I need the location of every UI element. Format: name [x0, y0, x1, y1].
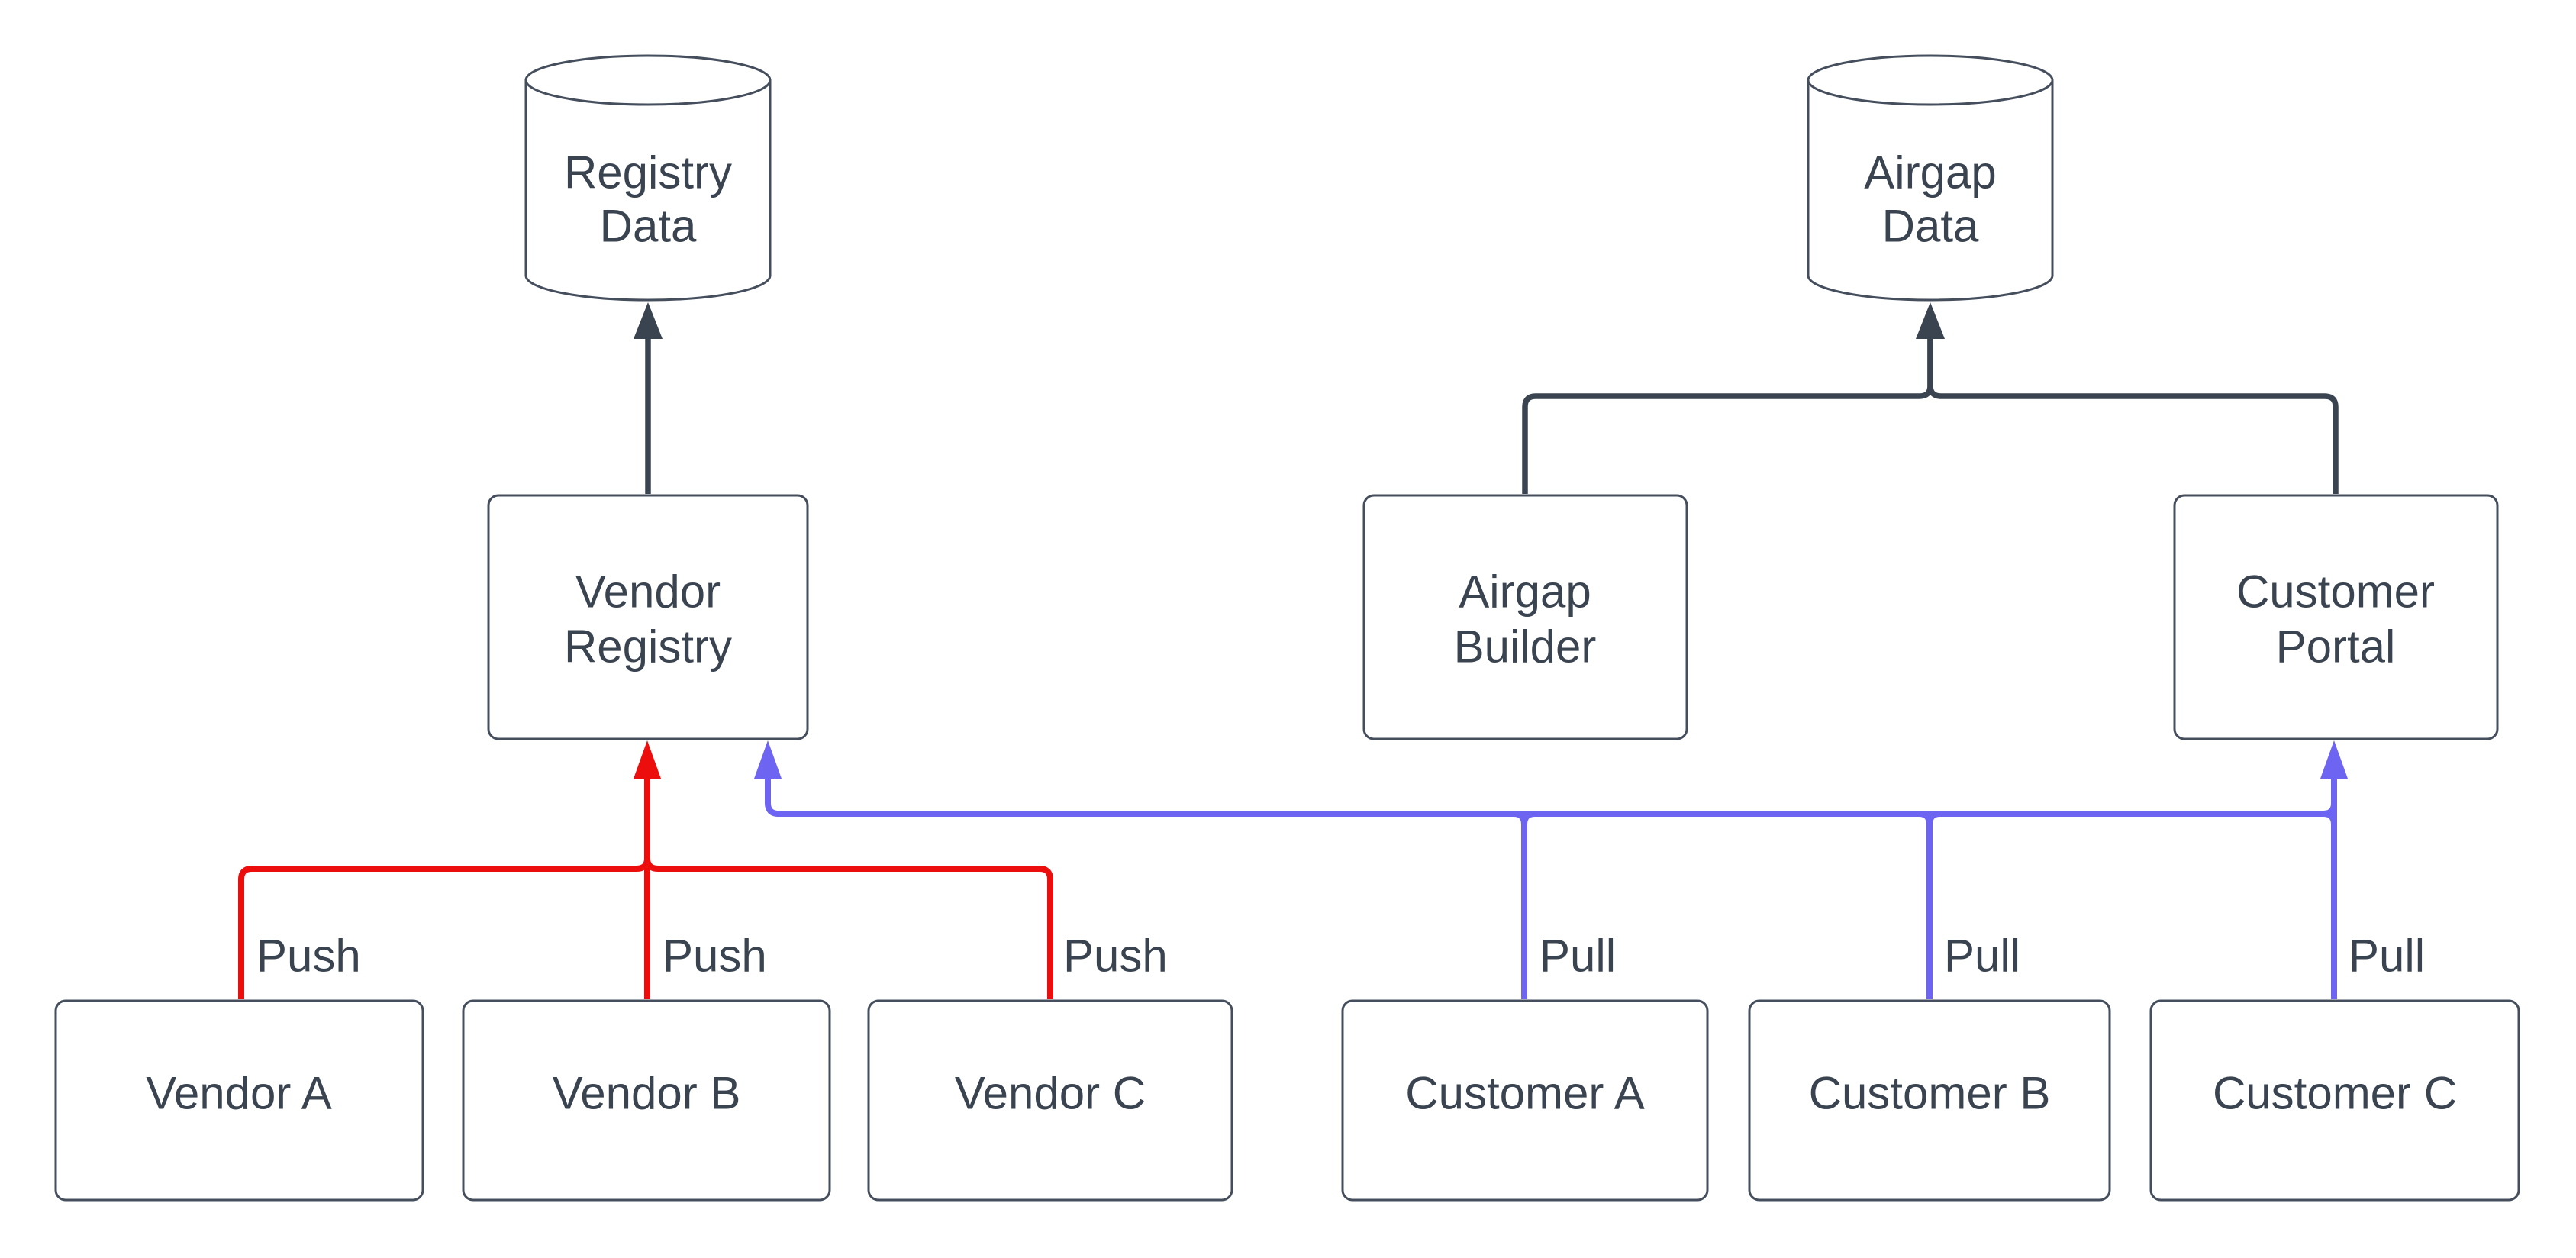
customer-c-label: Customer C — [2213, 1068, 2457, 1119]
registry-data-cylinder — [524, 54, 772, 302]
customer-b-box — [1748, 999, 2111, 1202]
vendor-c-label: Vendor C — [955, 1068, 1146, 1119]
airgap-builder-box — [1362, 494, 1688, 740]
edge-airgap-builder-to-airgap-data — [1522, 338, 1933, 494]
customer-c-box — [2149, 999, 2520, 1202]
arrowhead-pull-into-vendor-registry — [754, 740, 782, 779]
vendor-registry-label-line1: Vendor — [575, 566, 721, 618]
cylinder-rim — [1807, 79, 2054, 106]
labels: Registry Data Airgap Data Vendor Registr… — [146, 147, 2457, 1119]
vendor-b-box — [462, 999, 831, 1202]
pull-edges — [765, 777, 2337, 999]
push-label-vendor-c: Push — [1063, 931, 1168, 982]
vendor-registry-label-line2: Registry — [564, 621, 732, 673]
vendor-b-label: Vendor B — [553, 1068, 741, 1119]
airgap-data-cylinder — [1807, 54, 2054, 302]
airgap-data-label-line2: Data — [1882, 201, 1979, 252]
edge-vendor-c-push — [644, 777, 1053, 999]
vendor-registry-box — [487, 494, 809, 740]
arrowhead-into-registry-data — [634, 302, 663, 339]
dark-edges — [645, 338, 2339, 494]
airgap-builder-label-line2: Builder — [1454, 621, 1597, 673]
edge-customer-portal-to-airgap-data — [1927, 338, 2339, 494]
push-edges — [238, 777, 1053, 999]
node-shapes — [54, 54, 2520, 1202]
vendor-c-box — [867, 999, 1233, 1202]
vendor-a-label: Vendor A — [146, 1068, 332, 1119]
airgap-data-label-line1: Airgap — [1864, 147, 1996, 198]
registry-data-label-line2: Data — [600, 201, 697, 252]
customer-portal-label-line2: Portal — [2276, 621, 2396, 673]
customer-a-label: Customer A — [1405, 1068, 1644, 1119]
pull-label-customer-c: Pull — [2349, 931, 2425, 982]
vendor-a-box — [54, 999, 424, 1202]
pull-label-customer-b: Pull — [1944, 931, 2020, 982]
edge-customer-b-pull-registry — [779, 811, 1933, 999]
push-label-vendor-a: Push — [256, 931, 361, 982]
registry-data-label-line1: Registry — [564, 147, 732, 198]
customer-portal-box — [2173, 494, 2499, 740]
arrowhead-into-airgap-data — [1916, 302, 1945, 339]
arrowhead-pull-into-customer-portal — [2320, 740, 2348, 779]
push-label-vendor-b: Push — [663, 931, 767, 982]
customer-portal-label-line1: Customer — [2236, 566, 2435, 618]
arrowhead-push-into-vendor-registry — [634, 740, 661, 779]
cylinder-rim — [524, 79, 772, 106]
pull-label-customer-a: Pull — [1539, 931, 1616, 982]
airgap-builder-label-line1: Airgap — [1459, 566, 1591, 618]
customer-a-box — [1341, 999, 1709, 1202]
customer-b-label: Customer B — [1809, 1068, 2051, 1119]
